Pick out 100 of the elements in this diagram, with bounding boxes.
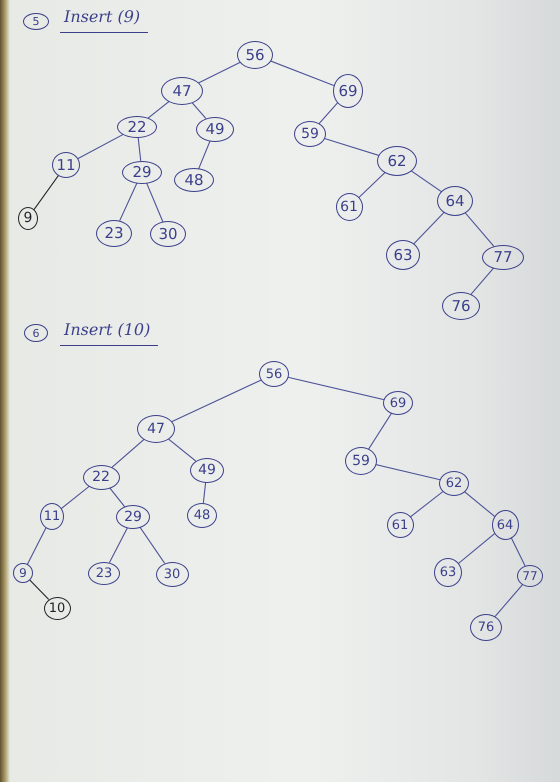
step-number-circle [23,12,49,30]
tree-node [439,470,469,496]
node-value: 64 [496,518,514,532]
node-value: 22 [92,470,110,484]
tree-node [116,505,150,529]
branch-line [458,533,495,564]
tree-node [470,614,502,640]
tree-node [492,510,518,540]
tree-node [161,77,203,105]
branch-line [376,464,440,480]
node-value: 10 [48,602,66,614]
node-value: 76 [451,298,471,314]
node-value: 49 [198,463,216,477]
tree-node [117,116,157,138]
branch-line [464,212,494,246]
tree-node [333,74,363,108]
tree-node [259,361,289,387]
step-number: 6 [32,328,40,338]
tree-node [137,415,175,443]
step-number: 5 [32,16,40,26]
tree-node [237,41,273,69]
tree-node [122,160,162,184]
tree-node [383,391,413,415]
step-heading: Insert (9) [60,8,148,33]
tree-node [386,512,414,538]
node-value: 49 [205,122,225,136]
tree-node [88,562,120,584]
branch-line [411,170,442,192]
node-value: 22 [127,120,147,134]
branch-line [109,528,128,563]
tree-node [156,562,188,586]
branch-line [270,60,334,86]
node-value: 29 [132,164,152,180]
branch-line [109,487,126,508]
branch-line [324,138,380,156]
tree-node [437,186,473,216]
branch-line [192,102,206,119]
tree-node [190,458,224,482]
node-value: 77 [522,570,538,582]
node-value: 30 [164,568,180,580]
branch-line [168,438,196,462]
branch-line [26,527,47,565]
node-value: 23 [96,566,112,580]
node-value: 23 [104,226,124,240]
node-value: 69 [390,396,406,410]
node-value: 61 [392,518,408,532]
tree-node [386,240,420,270]
branch-line [172,380,262,422]
branch-line [148,101,170,118]
tree-node [434,558,462,586]
tree-node [52,152,80,178]
node-value: 61 [340,200,358,214]
node-value: 47 [147,422,165,436]
tree-node [82,464,120,490]
tree-node [196,116,234,142]
node-value: 77 [493,250,513,264]
tree-node [336,193,362,221]
node-value: 30 [158,226,178,242]
branch-line [318,102,338,124]
branch-line [34,175,59,210]
node-value: 9 [24,211,32,225]
branch-line [140,527,165,564]
tree-node [345,447,377,475]
node-value: 47 [172,84,192,98]
step-number-circle [24,324,48,342]
branch-line [146,182,164,222]
node-value: 11 [56,158,76,172]
node-value: 62 [446,476,462,490]
node-value: 11 [44,510,60,522]
tree-node [40,502,64,530]
branch-line [413,212,444,244]
node-value: 48 [194,508,210,522]
tree-node [150,221,186,247]
branch-line [470,268,494,295]
node-value: 63 [440,566,456,578]
node-value: 76 [478,620,494,634]
branch-line [494,584,523,617]
tree-node [96,220,132,246]
node-value: 64 [445,194,465,208]
tree-node [482,244,524,270]
branch-line [78,134,124,160]
node-value: 59 [301,127,319,141]
branch-line [410,490,444,518]
node-value: 69 [338,84,358,98]
node-value: 48 [184,172,204,188]
branch-line [202,482,206,504]
branch-line [358,172,386,198]
branch-line [61,486,90,509]
branch-line [198,140,211,169]
tree-node [377,146,417,176]
tree-node [187,502,217,528]
tree-node [13,563,33,583]
tree-node [442,292,480,320]
branch-line [112,439,144,468]
branch-line [288,376,384,400]
tree-node [517,565,543,587]
tree-node [294,121,326,147]
branch-line [464,491,495,517]
branch-line [119,182,138,221]
node-value: 29 [124,510,142,524]
